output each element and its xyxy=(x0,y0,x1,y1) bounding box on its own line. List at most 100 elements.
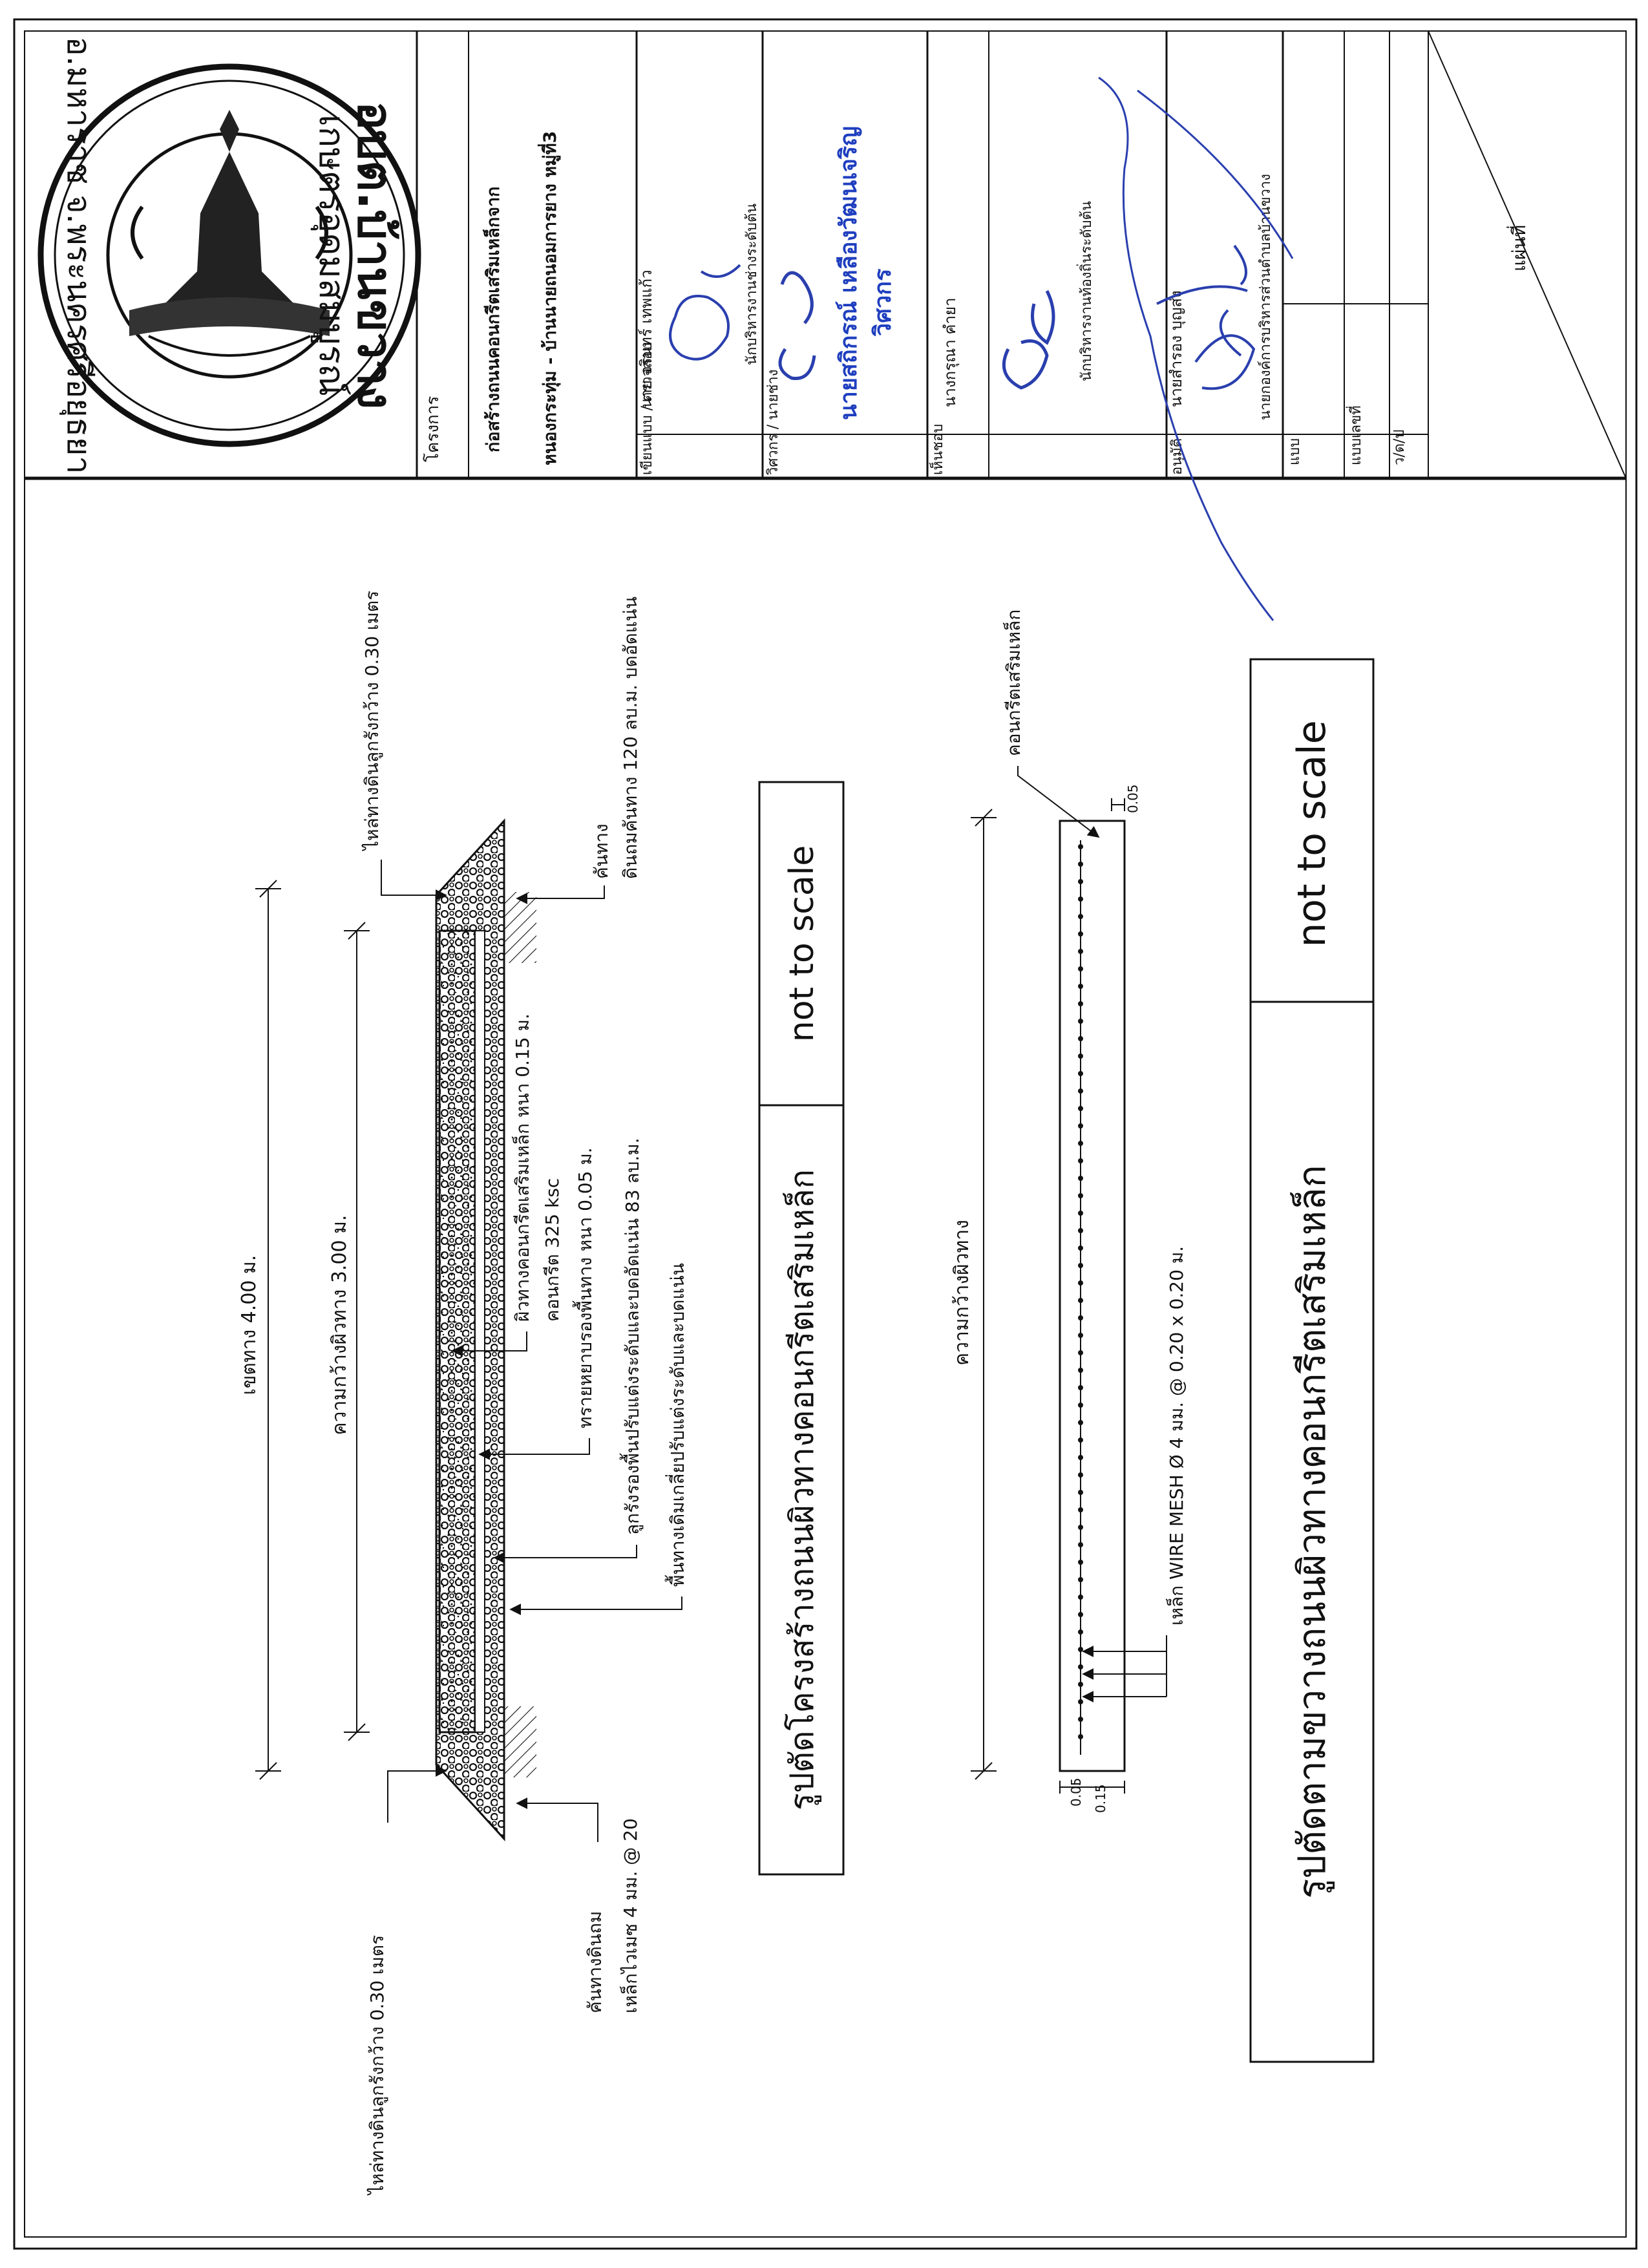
dim-005-label-b: 0.05 xyxy=(1125,784,1141,813)
concrete-label-2: คอนกรีต 325 ksc xyxy=(542,1178,563,1322)
wire-mesh-bar xyxy=(1078,1298,1083,1303)
leader-sand xyxy=(478,1438,590,1460)
wire-mesh-bar xyxy=(1078,1350,1083,1355)
approve-label: อนุมัติ xyxy=(1169,438,1185,475)
sheet-label: แผ่นที่ xyxy=(1506,225,1530,271)
agree-label: เห็นชอบ xyxy=(928,424,946,475)
municipal-logo: อบต.บ้านขวาง เกษตรอุดมสมบูรณ์ อ.มหาราช จ… xyxy=(37,37,421,474)
wire-mesh-bar xyxy=(1078,1071,1083,1076)
approve-title: นายกองค์การบริหารส่วนตำบลบ้านขวาง xyxy=(1258,174,1274,420)
wire-mesh-bar xyxy=(1078,1141,1083,1146)
rc-slab xyxy=(1059,820,1126,1772)
logo-top-text: อบต.บ้านขวาง xyxy=(347,101,403,410)
wire-mesh-bar xyxy=(1078,949,1083,954)
designer-signature xyxy=(669,264,741,361)
leader-slope xyxy=(516,1797,598,1842)
leader-rc xyxy=(1017,766,1100,838)
wire-mesh-bar xyxy=(1078,1036,1083,1041)
logo-bottom-text: อ.มหาราช จ.พระนครศรีอยุธยา xyxy=(59,37,98,474)
engineer-signature xyxy=(778,271,816,381)
wire-mesh-bar xyxy=(1078,1595,1083,1600)
subgrade-hatch-right xyxy=(504,1706,536,1777)
slope-label-1: คันทางดินถม xyxy=(584,1911,606,2013)
agree-signature xyxy=(1002,290,1055,390)
project-label: โครงการ xyxy=(423,396,443,462)
rc-label: คอนกรีตเสริมเหล็ก xyxy=(1002,609,1024,756)
laterite-label: ลูกรังรองพื้นปรับแต่งระดับและบดอัดแน่น 8… xyxy=(619,1138,644,1535)
sand-label: ทรายหยาบรองพื้นทาง หนา 0.05 ม. xyxy=(572,1147,596,1428)
wire-mesh-bar xyxy=(1078,1455,1083,1460)
dim-pavement-label: ความกว้างผิวทาง 3.00 ม. xyxy=(328,1215,351,1436)
approve-signature xyxy=(1156,244,1256,390)
design-name: นาย จรินทร์ เทพแก้ว xyxy=(637,270,655,408)
drawing-label: แบบ xyxy=(1287,438,1303,465)
wire-mesh-bar xyxy=(1078,914,1083,919)
embankment-label-1: คันทาง xyxy=(591,823,612,879)
dim-width-label: ความกว้างผิวทาง xyxy=(951,1220,973,1366)
wire-mesh-bar xyxy=(1078,1490,1083,1495)
design-title: นักบริหารงานช่างระดับต้น xyxy=(744,204,760,365)
mesh-label: เหล็ก WIRE MESH Ø 4 มม. @ 0.20 x 0.20 ม. xyxy=(1165,1246,1187,1626)
wire-mesh-bar xyxy=(1078,1211,1083,1216)
shoulder-right-label: ไหล่ทางดินลูกรังกว้าง 0.30 เมตร xyxy=(361,591,383,851)
wire-mesh-bar xyxy=(1078,1612,1083,1617)
long-section-title: รูปตัดตามขวางถนนผิวทางคอนกรีตเสริมเหล็ก xyxy=(1290,1165,1335,1899)
subgrade-label: พื้นทางเดิมเกลี่ยปรับแต่งระดับและบดแน่น xyxy=(664,1263,688,1587)
wire-mesh-bar xyxy=(1078,1734,1083,1739)
inner-border xyxy=(24,30,1627,2238)
wire-mesh-bar xyxy=(1078,1315,1083,1320)
wire-mesh-bar xyxy=(1078,966,1083,971)
temple-stupa-seal-icon xyxy=(37,63,421,447)
wire-mesh-bar xyxy=(1078,844,1083,849)
long-section-scale: not to scale xyxy=(1289,720,1335,947)
wire-mesh-bar xyxy=(1078,862,1083,867)
wire-mesh-bar xyxy=(1078,1542,1083,1547)
long-section-title-box xyxy=(1249,658,1375,2063)
wire-mesh-bar xyxy=(1078,1368,1083,1373)
wire-mesh-bar xyxy=(1078,896,1083,902)
project-line-1: ก่อสร้างถนนคอนกรีตเสริมเหล็กจาก xyxy=(481,186,503,452)
wire-mesh-bar xyxy=(1078,1123,1083,1129)
sand-bedding-layer xyxy=(474,930,485,1733)
wire-mesh-bar xyxy=(1078,1629,1083,1635)
approve-name: นายสำรอง บุญส่ง xyxy=(1167,290,1186,407)
title-block xyxy=(25,30,1627,480)
engineer-label: วิศวกร / นายช่าง xyxy=(765,369,781,475)
slope-label-2: เหล็กไวเมซ 4 มม. @ 20 xyxy=(619,1818,641,2013)
drawing-no-label: แบบเลขที่ xyxy=(1346,405,1364,465)
concrete-label-1: ผิวทางคอนกรีตเสริมเหล็ก หนา 0.15 ม. xyxy=(511,1013,533,1322)
wire-mesh-bar xyxy=(1078,1525,1083,1530)
logo-ring-text: เกษตรอุดมสมบูรณ์ xyxy=(310,114,352,396)
wire-mesh-bar xyxy=(1078,1088,1083,1094)
shoulder-left-label: ไหล่ทางดินลูกรังกว้าง 0.30 เมตร xyxy=(366,1935,388,2196)
wire-mesh-bar xyxy=(1078,931,1083,937)
dim-015-label: 0.15 xyxy=(1093,1784,1108,1813)
wire-mesh-bar xyxy=(1078,1280,1083,1286)
wire-mesh-bar xyxy=(1078,1245,1083,1251)
wire-mesh-bar xyxy=(1078,1054,1083,1059)
leader-laterite xyxy=(493,1545,637,1563)
wire-mesh-bar xyxy=(1078,1647,1083,1652)
dim-right-of-way-label: เขตทาง 4.00 ม. xyxy=(238,1255,260,1395)
wire-mesh-bar xyxy=(1078,1176,1083,1181)
subgrade-hatch-left xyxy=(504,892,536,963)
leader-subgrade xyxy=(509,1596,682,1615)
wire-mesh-bar xyxy=(1078,1664,1083,1669)
approval-overstroke xyxy=(1098,76,1294,621)
cross-section-title: รูปตัดโครงสร้างถนนผิวทางคอนกรีตเสริมเหล็… xyxy=(783,1169,821,1810)
wire-mesh-dots xyxy=(1078,844,1083,1739)
wire-mesh-bar xyxy=(1078,1019,1083,1024)
project-line-2: หนองกระทุ่ม - บ้านนายถนอมการยาง หมู่ที่3 xyxy=(537,131,561,465)
wire-mesh-bar xyxy=(1078,1682,1083,1687)
engineer-stamp-line-2: วิศวกร xyxy=(870,268,896,337)
wire-mesh-bar xyxy=(1078,1577,1083,1582)
outer-border xyxy=(13,18,1638,2250)
cross-section-scale: not to scale xyxy=(783,845,821,1042)
leader-shoulder-right xyxy=(381,860,447,901)
wire-mesh-bar xyxy=(1078,1001,1083,1006)
cross-section-drawing: เขตทาง 4.00 ม. ความกว้างผิวทาง 3.00 ม. ไ… xyxy=(238,591,845,2196)
wire-mesh-bar xyxy=(1078,1158,1083,1163)
wire-mesh-bar xyxy=(1078,879,1083,884)
wire-mesh-bar xyxy=(1078,984,1083,989)
